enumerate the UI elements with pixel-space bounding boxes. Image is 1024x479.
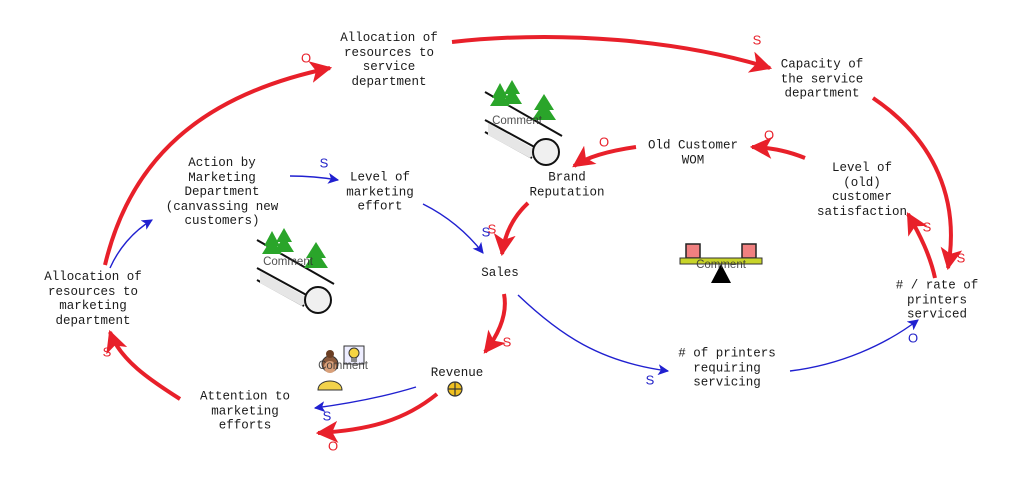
comment-label: Comment	[492, 115, 542, 127]
link-revenue-to-attention-s[interactable]	[313, 386, 417, 413]
node-attention-marketing[interactable]: Attention to marketing efforts	[199, 389, 291, 433]
polarity-marker: S	[322, 408, 332, 424]
node-brand-reputation[interactable]: Brand Reputation	[529, 170, 605, 200]
snowball-icon[interactable]	[484, 80, 563, 166]
person-idea-icon[interactable]	[317, 345, 365, 391]
link-printers-requiring-to-serviced[interactable]	[789, 319, 919, 372]
link-revenue-to-attention-o[interactable]	[315, 392, 439, 443]
comment-label: Comment	[318, 360, 368, 372]
link-alloc-service-to-capacity[interactable]	[451, 35, 773, 73]
link-level-marketing-to-sales[interactable]	[422, 203, 484, 254]
polarity-marker: O	[907, 330, 919, 346]
node-printers-serviced[interactable]: # / rate of printers serviced	[895, 278, 979, 322]
polarity-marker: S	[502, 334, 512, 350]
polarity-marker: S	[487, 221, 497, 237]
polarity-marker: S	[922, 219, 932, 235]
seesaw-balance-icon[interactable]	[679, 243, 763, 283]
link-action-to-level-marketing[interactable]	[289, 172, 340, 184]
node-printers-requiring-servicing[interactable]: # of printers requiring servicing	[678, 346, 776, 390]
link-alloc-marketing-to-alloc-service[interactable]	[103, 61, 333, 266]
node-allocation-marketing[interactable]: Allocation of resources to marketing dep…	[44, 270, 142, 328]
node-revenue[interactable]: Revenue	[430, 365, 484, 380]
link-satisfaction-to-old-wom[interactable]	[749, 136, 806, 160]
polarity-marker: S	[645, 372, 655, 388]
link-printers-serviced-to-satisfaction[interactable]	[906, 212, 937, 279]
comment-label: Comment	[696, 259, 746, 271]
link-sales-to-revenue[interactable]	[483, 293, 507, 354]
polarity-marker: O	[300, 50, 312, 66]
polarity-marker: S	[752, 32, 762, 48]
link-brand-to-sales[interactable]	[493, 201, 530, 257]
polarity-marker: S	[102, 344, 112, 360]
polarity-marker: O	[327, 438, 339, 454]
comment-label: Comment	[263, 256, 313, 268]
polarity-marker: S	[481, 224, 491, 240]
polarity-marker: S	[956, 250, 966, 266]
link-alloc-marketing-to-action[interactable]	[109, 219, 153, 269]
node-action-marketing[interactable]: Action by Marketing Department (canvassi…	[165, 155, 279, 228]
link-old-wom-to-brand[interactable]	[572, 145, 637, 168]
link-capacity-to-printers-serviced[interactable]	[871, 96, 963, 271]
polarity-marker: S	[319, 155, 329, 171]
node-capacity-service[interactable]: Capacity of the service department	[780, 57, 864, 101]
polarity-marker: O	[598, 134, 610, 150]
node-old-customer-wom[interactable]: Old Customer WOM	[647, 138, 739, 168]
node-level-marketing-effort[interactable]: Level of marketing effort	[346, 170, 414, 214]
link-attention-to-alloc-marketing[interactable]	[106, 329, 182, 401]
snowball-icon[interactable]	[256, 228, 335, 314]
plus-circle-icon	[447, 381, 463, 397]
node-old-customer-satisfaction[interactable]: Level of (old) customer satisfaction	[816, 161, 908, 219]
link-sales-to-printers-requiring[interactable]	[517, 294, 670, 376]
node-allocation-service[interactable]: Allocation of resources to service depar…	[340, 31, 438, 89]
node-sales[interactable]: Sales	[481, 265, 519, 280]
polarity-marker: O	[763, 127, 775, 143]
